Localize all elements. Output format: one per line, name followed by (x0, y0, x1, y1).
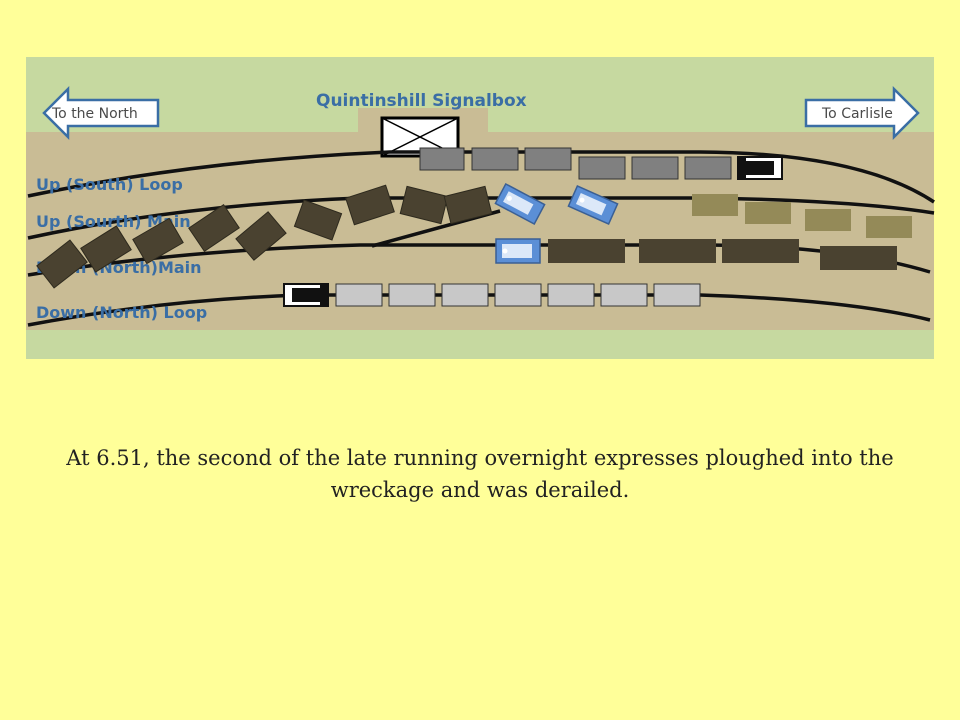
coach (524, 147, 572, 171)
coach (600, 283, 648, 307)
down-loop-coaches (335, 283, 701, 307)
label-down-loop: Down (North) Loop (36, 303, 207, 322)
wagon (745, 202, 791, 224)
wagon (692, 194, 738, 216)
coach (388, 283, 436, 307)
wreck-carriage (399, 185, 449, 225)
coach (639, 239, 716, 263)
arrow-to-carlisle-label: To Carlisle (821, 106, 893, 122)
arrow-to-north (42, 85, 160, 141)
wreck-carriage (345, 184, 395, 226)
label-up-main: Up (Sourth) Main (36, 212, 191, 231)
coach (684, 156, 732, 180)
wagon (866, 216, 912, 238)
wreckage (36, 184, 493, 289)
wreck-carriage (188, 203, 240, 253)
up-loop-locomotive-icon (737, 156, 783, 180)
wreck-carriage (80, 225, 132, 273)
wreck-carriage (235, 211, 287, 261)
coach (578, 156, 626, 180)
signalbox-label: Quintinshill Signalbox (316, 91, 527, 111)
coach (441, 283, 489, 307)
wagon (805, 209, 851, 231)
coach (631, 156, 679, 180)
up-main-olive-wagons (692, 194, 912, 238)
coach (820, 246, 897, 270)
wreck-carriage (443, 185, 493, 225)
caption-text: At 6.51, the second of the late running … (66, 446, 894, 502)
coach (419, 147, 465, 171)
coach (494, 283, 542, 307)
down-loop-locomotive-icon (283, 283, 329, 307)
wreck-carriage (36, 239, 88, 289)
track-up-loop (27, 150, 935, 204)
wreck-carriage (293, 199, 343, 241)
wreck-carriage (132, 217, 184, 265)
down-main-locomotive-icon (495, 238, 541, 264)
arrow-to-north-label: To the North (51, 106, 138, 122)
coach (722, 239, 799, 263)
up-loop-train (419, 147, 732, 180)
label-up-loop: Up (South) Loop (36, 175, 183, 194)
down-main-coaches (548, 239, 897, 270)
arrow-to-carlisle (804, 85, 920, 141)
coach (335, 283, 383, 307)
coach (547, 283, 595, 307)
coach (653, 283, 701, 307)
coach (471, 147, 519, 171)
coach (548, 239, 625, 263)
derailed-express-locomotive-icon (494, 182, 546, 226)
derailed-express-locomotive-icon (567, 185, 619, 225)
